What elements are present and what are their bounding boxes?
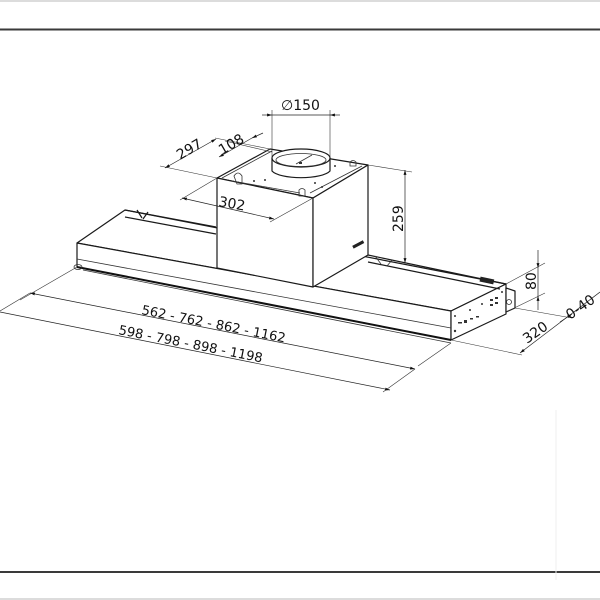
hood-end-face [450,283,507,341]
end-face-holes [453,291,503,333]
dim-label-box-height: 259 [391,205,407,232]
dim-label-box-width: 302 [217,194,246,214]
box-side-face [312,164,369,288]
dim-label-hood-depth: 320 [520,319,551,347]
dim-hood-height: 80 [505,250,546,313]
dim-label-box-depth: 297 [174,136,205,163]
dim-label-duct-diameter: ∅150 [281,98,320,114]
dim-label-box-offset: 108 [216,131,247,158]
dim-label-adjustment: 0-40 [563,292,598,323]
dim-adjustment: 0-40 [559,291,600,323]
duct-collar [271,148,331,179]
duct-box [216,148,369,288]
dim-label-hood-height: 80 [524,272,540,290]
dim-box-width: 302 [179,177,314,223]
dim-duct-diameter: ∅150 [262,98,340,158]
dim-box-height: 259 [367,164,413,263]
